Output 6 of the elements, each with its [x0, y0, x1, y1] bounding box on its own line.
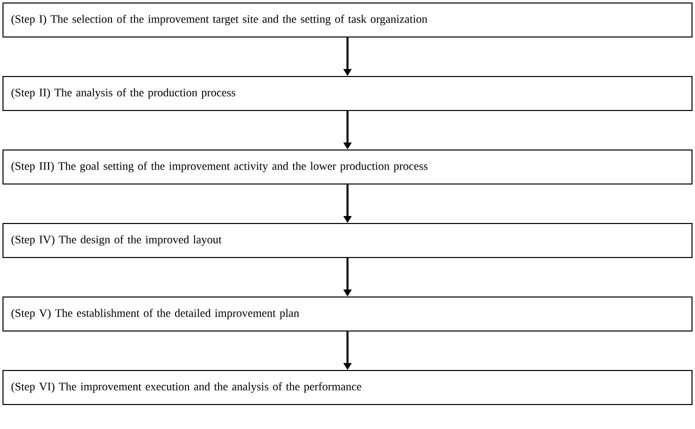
step-box: (Step VI) The improvement execution and the analysis of the performance — [2, 370, 692, 405]
step-box: (Step III) The goal setting of the improvement activity and the lower production process — [2, 150, 692, 184]
step-box: (Step II) The analysis of the production process — [2, 76, 692, 111]
step-box: (Step IV) The design of the improved layout — [2, 223, 692, 258]
step-box: (Step V) The establishment of the detailed improvement plan — [2, 296, 692, 332]
step-box: (Step I) The selection of the improvement target site and the setting of task organization — [2, 2, 692, 38]
